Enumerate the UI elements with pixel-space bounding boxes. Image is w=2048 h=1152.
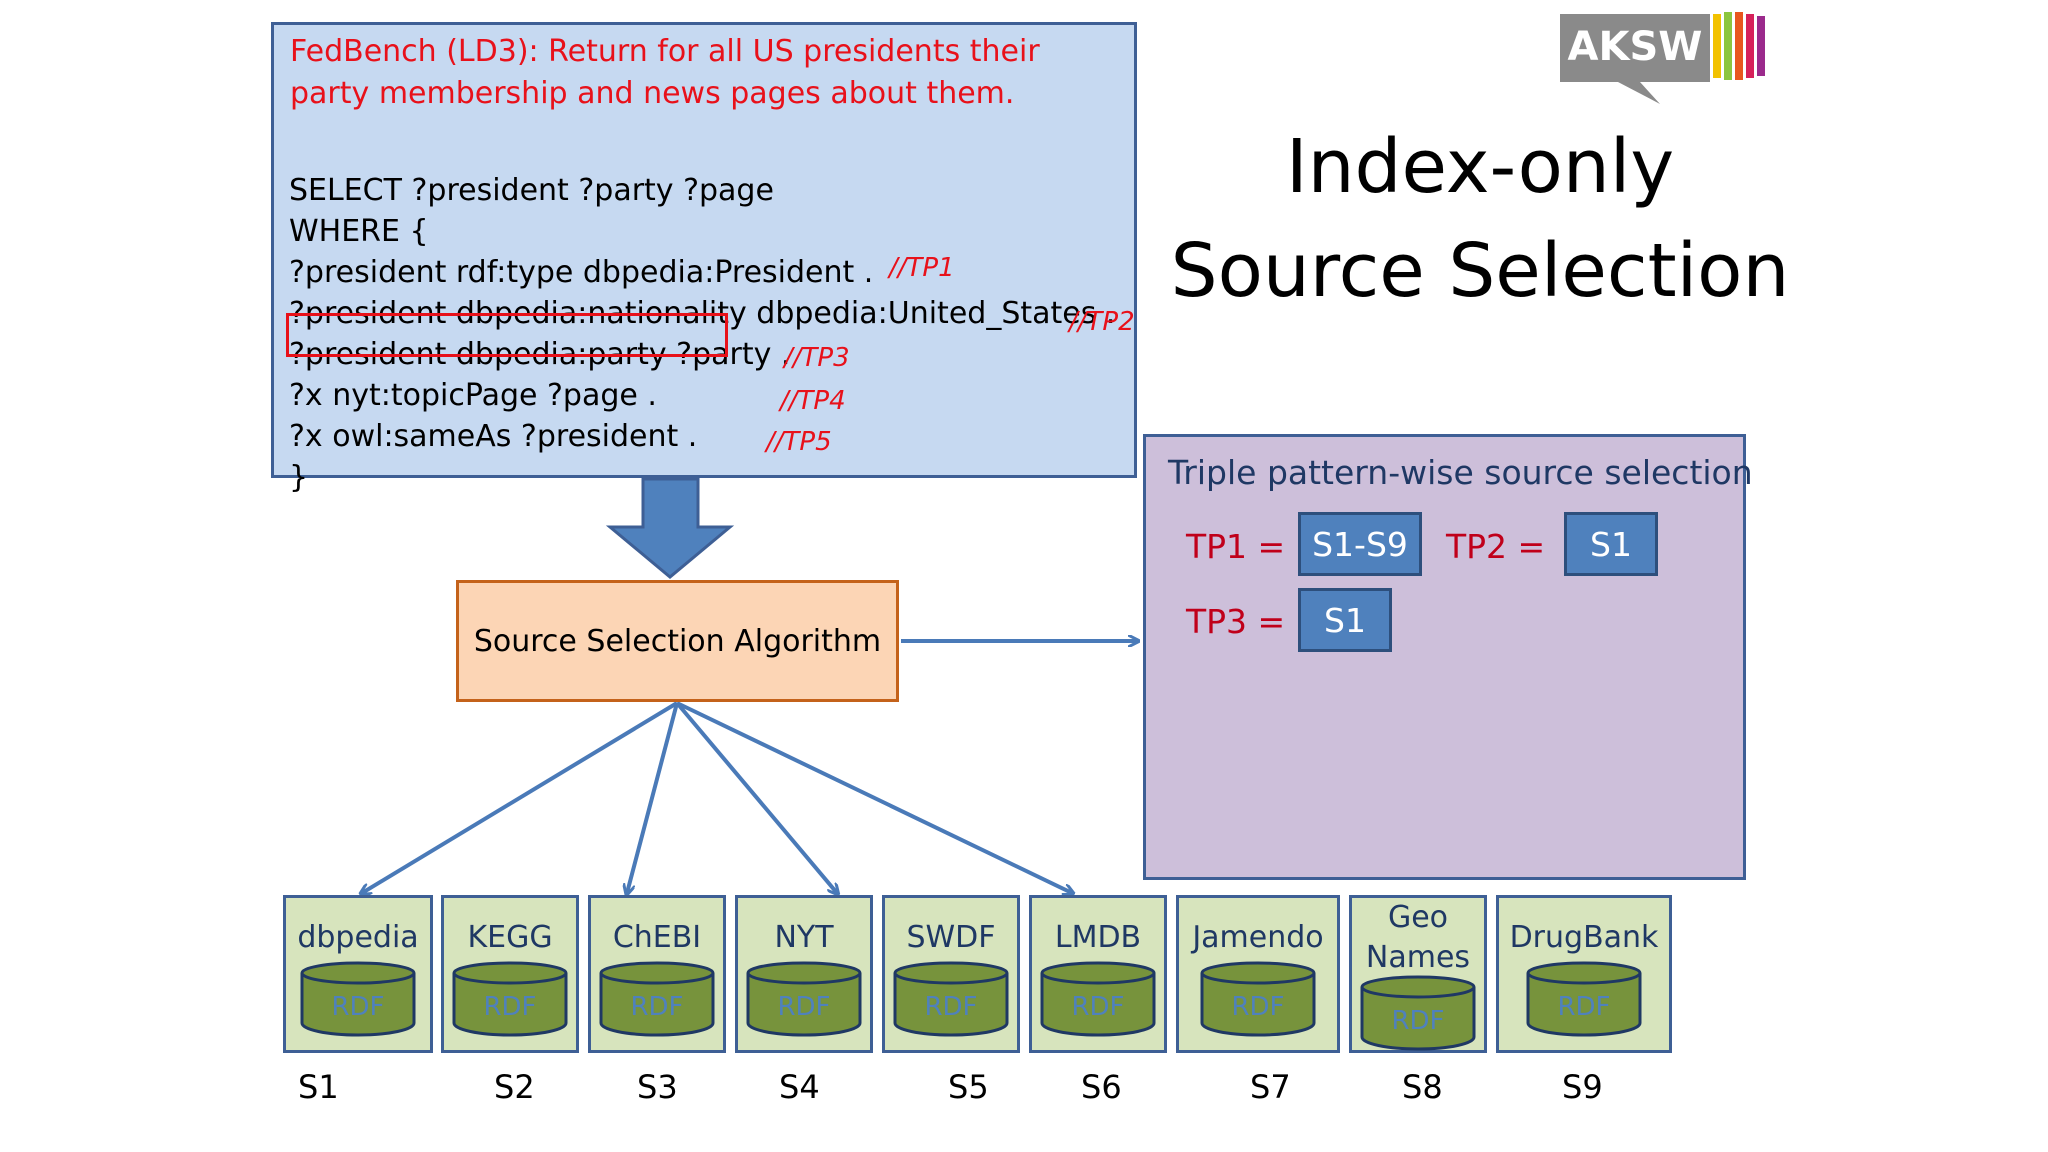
query-line-tp1: ?president rdf:type dbpedia:President . (289, 255, 874, 290)
source-selection-algorithm-box: Source Selection Algorithm (456, 580, 899, 702)
source-drugbank: DrugBank RDF (1496, 895, 1672, 1053)
tp2-sources-value: S1 (1590, 524, 1632, 564)
source-name-line1: Geo (1387, 900, 1449, 935)
tp3-tag: //TP3 (784, 343, 850, 373)
source-id-s6: S6 (1081, 1068, 1122, 1106)
source-name: DrugBank (1509, 920, 1659, 955)
svg-text:RDF: RDF (924, 992, 977, 1022)
query-box: FedBench (LD3): Return for all US presid… (271, 22, 1137, 495)
tp4-tag: //TP4 (780, 386, 846, 416)
tp5-tag: //TP5 (766, 427, 832, 457)
tp3-highlight-box (286, 313, 728, 357)
arrow-to-s6 (676, 701, 1072, 893)
query-line-select: SELECT ?president ?party ?page (289, 173, 774, 208)
source-geonames: Geo Names RDF (1349, 895, 1487, 1053)
logo-bar-green (1724, 12, 1732, 80)
source-id-s5: S5 (948, 1068, 989, 1106)
source-lmdb: LMDB RDF (1029, 895, 1167, 1053)
rdf-cylinder-icon: RDF (893, 961, 1009, 1037)
svg-text:RDF: RDF (1391, 1006, 1444, 1036)
source-kegg: KEGG RDF (441, 895, 579, 1053)
aksw-logo: AKSW (1560, 12, 1765, 104)
svg-text:RDF: RDF (331, 992, 384, 1022)
rdf-cylinder-icon: RDF (300, 961, 416, 1037)
svg-text:RDF: RDF (1071, 992, 1124, 1022)
source-nyt: NYT RDF (735, 895, 873, 1053)
source-swdf: SWDF RDF (882, 895, 1020, 1053)
query-line-close: } (289, 460, 309, 495)
source-dbpedia: dbpedia RDF (283, 895, 433, 1053)
slide-title-line1: Index-only (1285, 124, 1675, 210)
rdf-cylinder-icon: RDF (1526, 961, 1642, 1037)
source-name: KEGG (467, 920, 553, 955)
source-name: Geo Names (1352, 898, 1484, 978)
tp1-sources-chip: S1-S9 (1298, 512, 1422, 576)
logo-bar-pink (1746, 14, 1754, 78)
tp3-result-label: TP3 = (1186, 602, 1286, 641)
query-description: FedBench (LD3): Return for all US presid… (290, 34, 1040, 111)
tp2-tag: //TP2 (1069, 307, 1135, 337)
rdf-cylinder-icon: RDF (1200, 961, 1316, 1037)
tp3-sources-value: S1 (1324, 600, 1366, 640)
tp1-tag: //TP1 (889, 253, 955, 283)
slide-title-line2: Source Selection (1170, 228, 1790, 314)
query-line-tp4: ?x nyt:topicPage ?page . (289, 378, 657, 413)
logo-text: AKSW (1568, 24, 1703, 70)
logo-bar-yellow (1713, 14, 1721, 78)
tp2-result-label: TP2 = (1446, 527, 1546, 566)
arrow-to-s4 (675, 701, 837, 893)
source-name: LMDB (1054, 920, 1142, 955)
slide-title: Index-only Source Selection (1160, 115, 1800, 323)
tp3-sources-chip: S1 (1298, 588, 1392, 652)
source-selection-result-box: Triple pattern-wise source selection TP1… (1143, 434, 1753, 880)
svg-text:RDF: RDF (630, 992, 683, 1022)
rdf-cylinder-icon: RDF (452, 961, 568, 1037)
rdf-cylinder-icon: RDF (599, 961, 715, 1037)
algorithm-label: Source Selection Algorithm (473, 623, 882, 659)
rdf-cylinder-icon: RDF (746, 961, 862, 1037)
source-name: dbpedia (297, 920, 419, 955)
source-id-s3: S3 (637, 1068, 678, 1106)
logo-bar-purple (1757, 16, 1765, 76)
tp2-sources-chip: S1 (1564, 512, 1658, 576)
logo-speech-bubble (1560, 14, 1710, 104)
source-name: SWDF (906, 920, 996, 955)
arrow-to-s1 (362, 701, 679, 893)
source-name: NYT (774, 920, 834, 955)
down-block-arrow (605, 477, 735, 579)
source-jamendo: Jamendo RDF (1176, 895, 1340, 1053)
svg-text:RDF: RDF (1557, 992, 1610, 1022)
rdf-cylinder-icon: RDF (1360, 975, 1476, 1051)
rdf-cylinder-icon: RDF (1040, 961, 1156, 1037)
source-name-line2: Names (1365, 940, 1471, 975)
source-id-s1: S1 (298, 1068, 339, 1106)
arrow-to-s3 (627, 702, 679, 893)
svg-text:RDF: RDF (1231, 992, 1284, 1022)
source-name: Jamendo (1192, 920, 1324, 955)
result-title: Triple pattern-wise source selection (1168, 453, 1753, 492)
source-id-s9: S9 (1562, 1068, 1603, 1106)
source-id-s7: S7 (1250, 1068, 1291, 1106)
source-id-s4: S4 (779, 1068, 820, 1106)
logo-bar-orange (1735, 12, 1743, 80)
source-name: ChEBI (612, 920, 702, 955)
svg-text:RDF: RDF (483, 992, 536, 1022)
query-line-tp5: ?x owl:sameAs ?president . (289, 419, 698, 454)
query-line-where: WHERE { (289, 214, 429, 249)
svg-text:RDF: RDF (777, 992, 830, 1022)
source-id-s8: S8 (1402, 1068, 1443, 1106)
tp1-sources-value: S1-S9 (1312, 524, 1408, 564)
source-id-s2: S2 (494, 1068, 535, 1106)
source-chebi: ChEBI RDF (588, 895, 726, 1053)
tp1-result-label: TP1 = (1186, 527, 1286, 566)
